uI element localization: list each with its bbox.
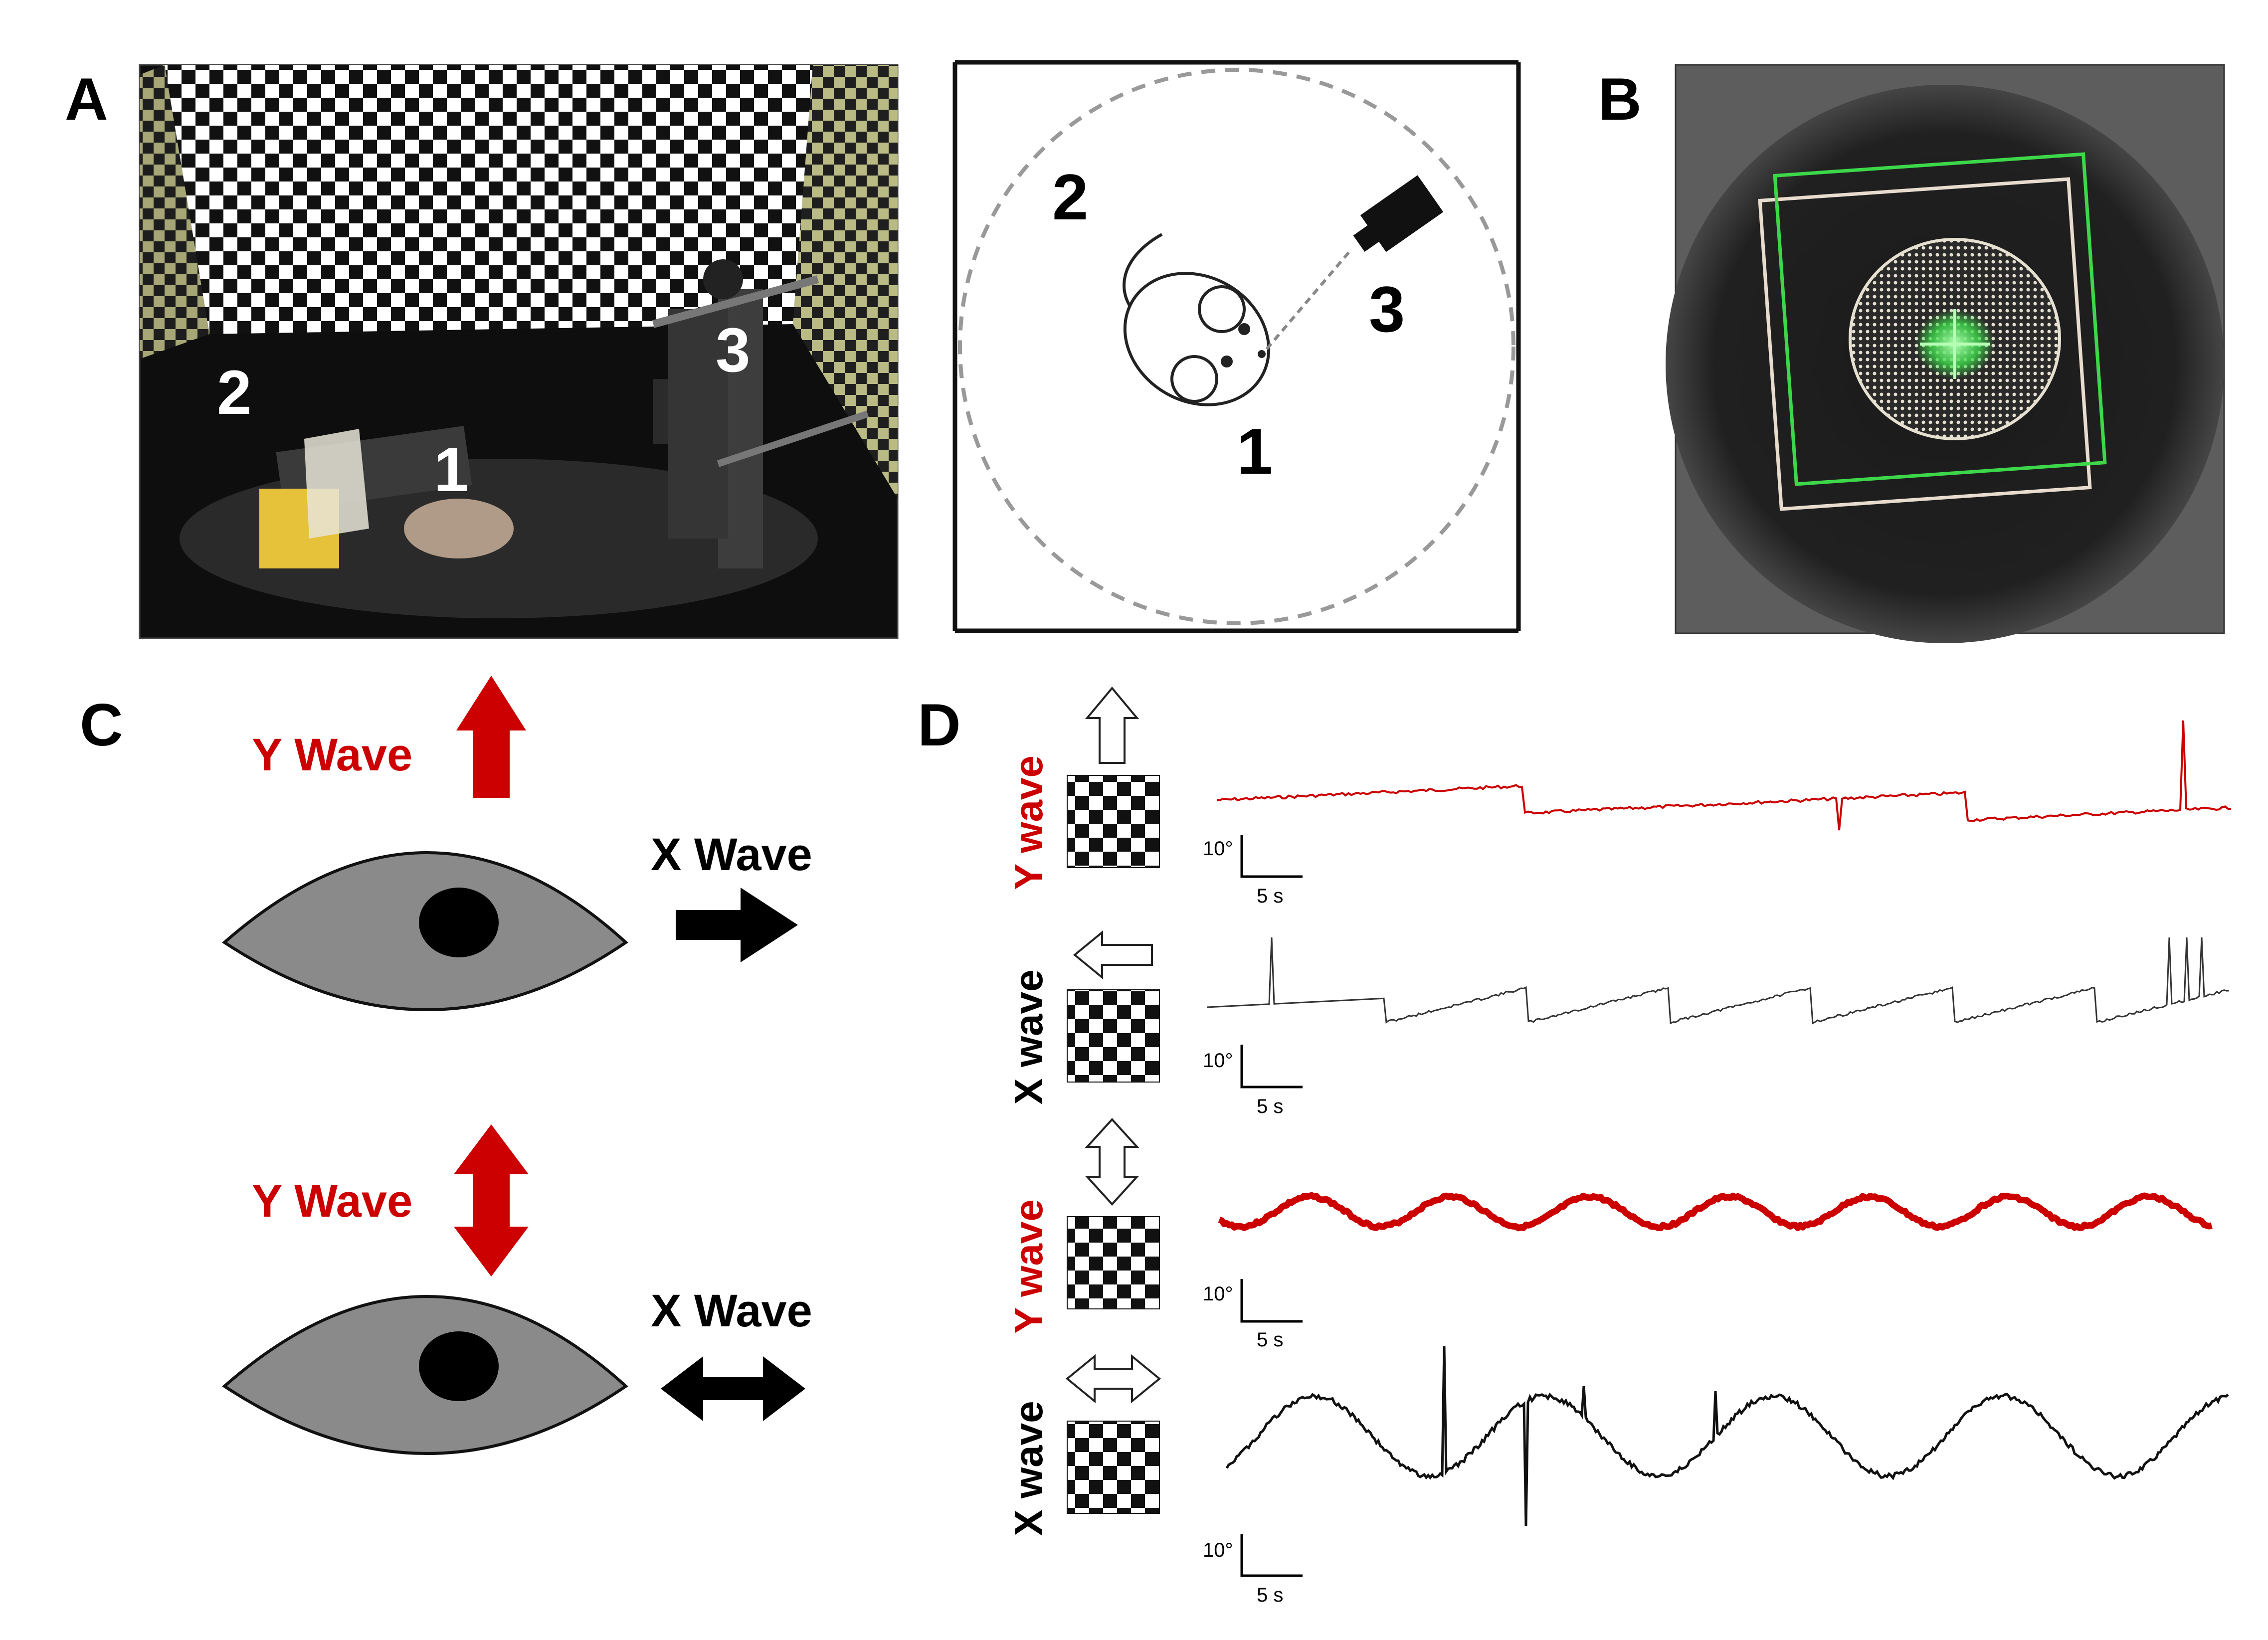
d-row4-scale-y: 10° xyxy=(1203,1539,1233,1561)
d-row1-scale-x: 5 s xyxy=(1257,885,1283,907)
d-row4-label: X wave xyxy=(1006,1401,1051,1536)
schematic-label-1: 1 xyxy=(1237,415,1273,488)
d-row2-trace xyxy=(1206,937,2230,1025)
eye-icon-top xyxy=(222,851,628,1011)
d-row4-scalebar: 10° 5 s xyxy=(1203,1534,1303,1606)
open-left-right-arrow-icon xyxy=(1065,1354,1161,1404)
camera-icon xyxy=(1353,175,1444,252)
c-bottom-x-wave-label: X Wave xyxy=(651,1285,812,1336)
d-row1-scalebar: 10° 5 s xyxy=(1203,835,1303,907)
schematic-label-3: 3 xyxy=(1369,273,1405,346)
d-row2-label: X wave xyxy=(1006,969,1051,1104)
c-top-y-wave-label: Y Wave xyxy=(252,729,412,780)
up-arrow-icon xyxy=(456,676,526,798)
d-row2-scalebar: 10° 5 s xyxy=(1203,1045,1303,1117)
d-row1-scale-y: 10° xyxy=(1203,838,1233,860)
open-up-arrow-icon xyxy=(1085,686,1139,764)
right-arrow-icon xyxy=(676,888,798,962)
d-row4-scale-x: 5 s xyxy=(1257,1584,1283,1606)
eye-tracking-photo xyxy=(1666,64,2225,643)
d-row2-scale-x: 5 s xyxy=(1257,1095,1283,1117)
d-row1-label: Y wave xyxy=(1006,755,1051,890)
d-row4-trace xyxy=(1225,1346,2229,1526)
setup-schematic xyxy=(952,60,1521,633)
eye-icon-bottom xyxy=(222,1295,628,1455)
photo-label-2: 2 xyxy=(217,358,252,427)
schematic-label-2: 2 xyxy=(1052,161,1088,233)
c-top-x-wave-label: X Wave xyxy=(651,829,812,880)
open-up-down-arrow-icon xyxy=(1085,1118,1139,1206)
panel-label-d: D xyxy=(918,692,961,758)
d-row3-scale-y: 10° xyxy=(1203,1283,1233,1305)
d-row1-trace xyxy=(1216,720,2232,831)
panel-label-c: C xyxy=(80,692,123,758)
setup-photo xyxy=(139,64,899,639)
left-right-arrow-icon xyxy=(661,1356,805,1421)
up-down-arrow-icon xyxy=(454,1124,529,1276)
panel-label-b: B xyxy=(1598,66,1642,133)
panel-label-a: A xyxy=(65,66,108,133)
d-stimulus-icons xyxy=(1065,686,1161,1514)
mouse-icon xyxy=(1123,233,1271,406)
d-row3-label: Y wave xyxy=(1006,1199,1051,1334)
c-bottom-y-wave-label: Y Wave xyxy=(252,1176,412,1227)
d-row3-trace xyxy=(1218,1192,2213,1232)
photo-label-1: 1 xyxy=(434,435,469,505)
d-row3-scale-x: 5 s xyxy=(1257,1329,1283,1351)
d-row2-scale-y: 10° xyxy=(1203,1050,1233,1072)
open-left-arrow-icon xyxy=(1073,930,1153,980)
d-row3-scalebar: 10° 5 s xyxy=(1203,1279,1303,1351)
photo-label-3: 3 xyxy=(716,316,751,385)
